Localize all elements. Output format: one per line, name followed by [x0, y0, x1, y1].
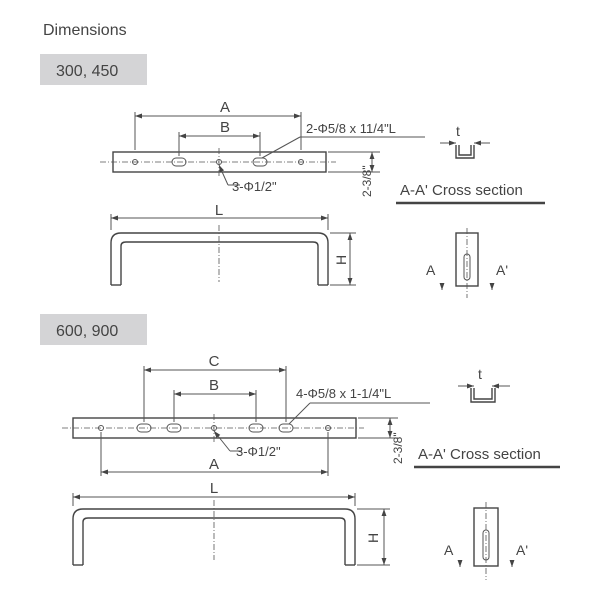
section-marker-a: A: [426, 262, 436, 278]
top-view-plate: [62, 414, 364, 444]
slot-note-label: 2-Φ5/8 x 11/4"L: [306, 121, 396, 136]
slot: [252, 157, 268, 167]
height-dimension-label: 2-3/8": [360, 165, 374, 197]
height-dimension: 2-3/8": [358, 417, 405, 464]
hole: [298, 159, 304, 165]
dimension-l: L: [72, 480, 356, 506]
side-view-bracket: [110, 225, 329, 286]
hole: [325, 425, 331, 431]
dimension-h: H: [357, 508, 390, 566]
thickness-label: t: [478, 366, 482, 382]
slot-note-label: 4-Φ5/8 x 1-1/4"L: [296, 386, 391, 401]
cross-section-title: A-A' Cross section: [400, 182, 523, 199]
page-title: Dimensions: [43, 22, 127, 39]
dimension-l-label: L: [215, 202, 223, 219]
section-label: 300, 450: [56, 63, 118, 80]
section-label-box: [40, 54, 147, 85]
section-marker-a-prime: A': [516, 542, 528, 558]
hole-note-label: 3-Φ1/2": [232, 179, 277, 194]
dimension-c-label: C: [209, 353, 220, 370]
slot: [136, 423, 152, 433]
dimension-b-label: B: [209, 377, 219, 394]
slot: [166, 423, 182, 433]
thickness-detail: t: [440, 123, 490, 159]
hole-note-label: 3-Φ1/2": [236, 444, 281, 459]
cross-section-view: A A': [426, 228, 508, 298]
section-label-box: [40, 314, 147, 345]
dimension-a-label: A: [209, 456, 219, 473]
dimension-h-label: H: [333, 255, 349, 265]
dimension-b-label: B: [220, 119, 230, 136]
hole: [98, 425, 104, 431]
dimension-b: B: [173, 377, 257, 422]
height-dimension-label: 2-3/8": [391, 432, 405, 464]
section-label: 600, 900: [56, 323, 118, 340]
dimension-l-label: L: [210, 480, 218, 497]
slot-note: 4-Φ5/8 x 1-1/4"L: [288, 386, 430, 425]
height-dimension: 2-3/8": [328, 151, 380, 197]
slot: [278, 423, 294, 433]
slot-note: 2-Φ5/8 x 11/4"L: [261, 121, 425, 159]
hole: [132, 159, 138, 165]
dimension-l: L: [110, 202, 329, 230]
dimension-a: A: [100, 432, 329, 476]
cross-section-title: A-A' Cross section: [418, 446, 541, 463]
section-300-450: 300, 450 A B: [40, 54, 545, 298]
section-marker-a: A: [444, 542, 454, 558]
slot: [171, 157, 187, 167]
thickness-label: t: [456, 123, 460, 139]
dimension-b: B: [178, 119, 261, 156]
thickness-detail: t: [458, 366, 510, 403]
cross-section-view: A A': [444, 502, 528, 580]
slot: [248, 423, 264, 433]
dimension-h-label: H: [365, 533, 381, 543]
hole-note: 3-Φ1/2": [218, 164, 277, 194]
hole: [211, 425, 217, 431]
top-view-plate: [100, 148, 336, 178]
dimension-c: C: [143, 353, 287, 422]
hole-note: 3-Φ1/2": [213, 430, 281, 459]
hole: [216, 159, 222, 165]
dimension-h: H: [330, 232, 356, 286]
dimension-a-label: A: [220, 99, 230, 116]
section-600-900: 600, 900 C B: [40, 314, 560, 580]
side-view-bracket: [72, 500, 356, 566]
dimension-a: A: [134, 99, 302, 150]
section-marker-a-prime: A': [496, 262, 508, 278]
